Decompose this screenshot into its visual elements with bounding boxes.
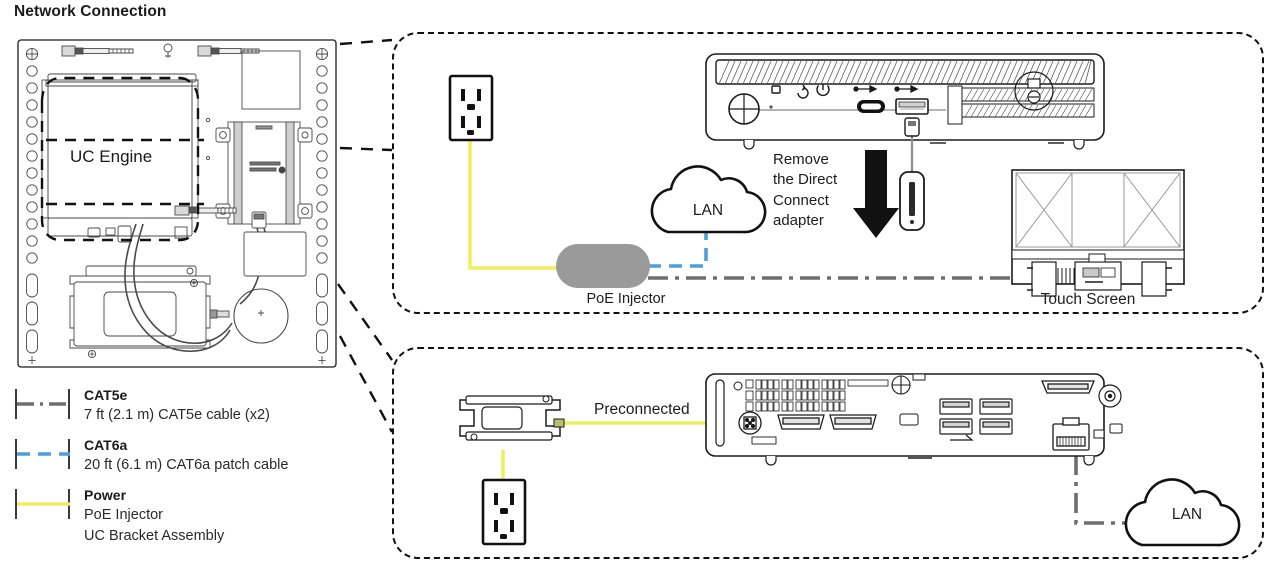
remove-direct-connect-adapter-label: Remove the Direct Connect adapter	[773, 151, 838, 230]
hdmi-port	[1041, 380, 1095, 394]
preconnected-label: Preconnected	[594, 401, 690, 418]
status-icon	[771, 85, 781, 94]
lan-cloud-label-top: LAN	[692, 202, 724, 219]
wall-outlet-bottom	[481, 478, 527, 546]
rj45-ethernet-port	[1052, 417, 1090, 451]
legend-title-power: Power	[84, 486, 127, 503]
reset-icon	[797, 84, 809, 99]
legend-item-cat5e: CAT5e 7 ft (2.1 m) CAT5e cable (x2)	[12, 385, 372, 426]
brand-mark	[1014, 71, 1054, 111]
power-supply-bracket-module	[69, 265, 230, 359]
cat5e-line-icon	[17, 402, 70, 406]
lan-cloud-top	[650, 165, 767, 234]
power-icon	[816, 84, 830, 97]
cat5e-cable-bottom	[1074, 455, 1140, 525]
uc-engine-front	[705, 53, 1105, 150]
bracket-perforations	[25, 47, 329, 364]
legend-item-power: Power PoE Injector UC Bracket Assembly	[12, 485, 372, 547]
cable-routing	[124, 211, 307, 352]
usb-a-icon	[894, 84, 919, 94]
power-line-icon	[17, 502, 70, 506]
power-connector	[738, 411, 762, 435]
legend-desc-cat5e: 7 ft (2.1 m) CAT5e cable (x2)	[84, 406, 270, 423]
legend-desc-cat6a: 20 ft (6.1 m) CAT6a patch cable	[84, 456, 289, 473]
displayport-2	[829, 414, 877, 430]
poe-injector-label: PoE Injector	[586, 291, 666, 307]
touch-screen-label: Touch Screen	[1040, 291, 1136, 308]
uc-engine-rear	[705, 373, 1123, 466]
uc-bracket-assembly-illustration: UC Engine	[12, 36, 342, 371]
displayport-1	[777, 414, 825, 430]
direct-connect-adapter	[899, 117, 925, 231]
bracket-backplate	[17, 39, 337, 368]
usb-c-port	[857, 100, 885, 113]
touch-screen	[1011, 169, 1185, 297]
legend-title-cat6a: CAT6a	[84, 436, 128, 453]
power-knob	[728, 93, 760, 125]
lan-cloud-label-bottom: LAN	[1171, 506, 1203, 523]
cat6a-line-icon	[17, 452, 70, 456]
power-cable-top	[468, 140, 560, 270]
power-supply-bracket	[459, 395, 565, 441]
legend-desc-power: PoE Injector UC Bracket Assembly	[84, 506, 225, 544]
legend-swatch-cat6a	[12, 435, 76, 473]
legend-swatch-cat5e	[12, 385, 76, 423]
legend-swatch-power	[12, 485, 76, 523]
mounting-hardware-top	[61, 43, 301, 110]
legend-title-cat5e: CAT5e	[84, 387, 128, 403]
mounting-hardware-middle	[174, 205, 237, 216]
usb-a-port	[895, 98, 929, 115]
lan-cloud-bottom	[1124, 478, 1241, 547]
uc-engine-label: UC Engine	[70, 147, 152, 166]
poe-injector-top	[556, 244, 650, 288]
legend-item-cat6a: CAT6a 20 ft (6.1 m) CAT6a patch cable	[12, 435, 372, 476]
remove-adapter-arrow	[853, 150, 899, 238]
antenna-connector	[1098, 384, 1122, 408]
wall-outlet-top	[448, 74, 494, 142]
usb-c-icon	[853, 84, 878, 94]
highlight-dashes	[40, 76, 204, 242]
cable-legend: CAT5e 7 ft (2.1 m) CAT5e cable (x2) CAT6…	[12, 385, 372, 556]
page-title: Network Connection	[14, 3, 167, 20]
usb-a-cluster	[939, 398, 1013, 435]
